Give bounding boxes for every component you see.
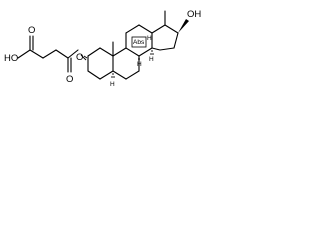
abs-box bbox=[131, 36, 147, 48]
label-abs: Abs bbox=[133, 39, 145, 46]
label-carbonyl-o-bottom: O bbox=[66, 74, 73, 85]
bond-cooh-c bbox=[17, 49, 31, 59]
ring-a-4 bbox=[99, 70, 114, 80]
label-hydroxyl-carboxyl: HO bbox=[4, 53, 18, 64]
ring-c-2 bbox=[125, 24, 140, 34]
label-h-c9: H bbox=[137, 61, 142, 68]
label-h-c14: H bbox=[149, 56, 154, 63]
ring-d-5 bbox=[151, 47, 161, 51]
bond-c-c1 bbox=[29, 49, 44, 59]
label-h-c5: H bbox=[110, 81, 115, 88]
ring-b-2 bbox=[125, 47, 140, 57]
bond-c3-ester-o bbox=[67, 49, 79, 59]
label-ester-o: O bbox=[76, 52, 83, 63]
ring-b-4 bbox=[125, 70, 140, 80]
label-h-c8: H bbox=[147, 35, 152, 42]
structure-diagram: HO O O O OH Abs H H H H bbox=[0, 0, 239, 116]
ring-b-1 bbox=[112, 47, 127, 57]
hash-c3-o-2 bbox=[80, 54, 87, 61]
hash-c3-o-1 bbox=[83, 55, 88, 59]
ring-d-4 bbox=[159, 47, 175, 51]
ring-d-1 bbox=[151, 24, 166, 34]
bond-c1-c2 bbox=[42, 49, 57, 59]
ring-a-1 bbox=[87, 47, 101, 57]
label-hydroxyl-17: OH bbox=[187, 9, 201, 20]
ring-d-3 bbox=[173, 32, 179, 49]
ring-a-2 bbox=[99, 47, 114, 57]
ring-c-5 bbox=[138, 47, 153, 57]
bond-c2-c3 bbox=[55, 49, 69, 59]
ring-c-3 bbox=[138, 24, 153, 34]
wedge-c17-oh bbox=[178, 19, 189, 33]
ring-b-5 bbox=[112, 70, 127, 80]
ring-a-5 bbox=[87, 70, 101, 80]
molecule-drawing: HO O O O OH Abs H H H H bbox=[4, 9, 201, 88]
label-carbonyl-o-top: O bbox=[28, 25, 35, 36]
ring-d-2 bbox=[164, 24, 179, 34]
